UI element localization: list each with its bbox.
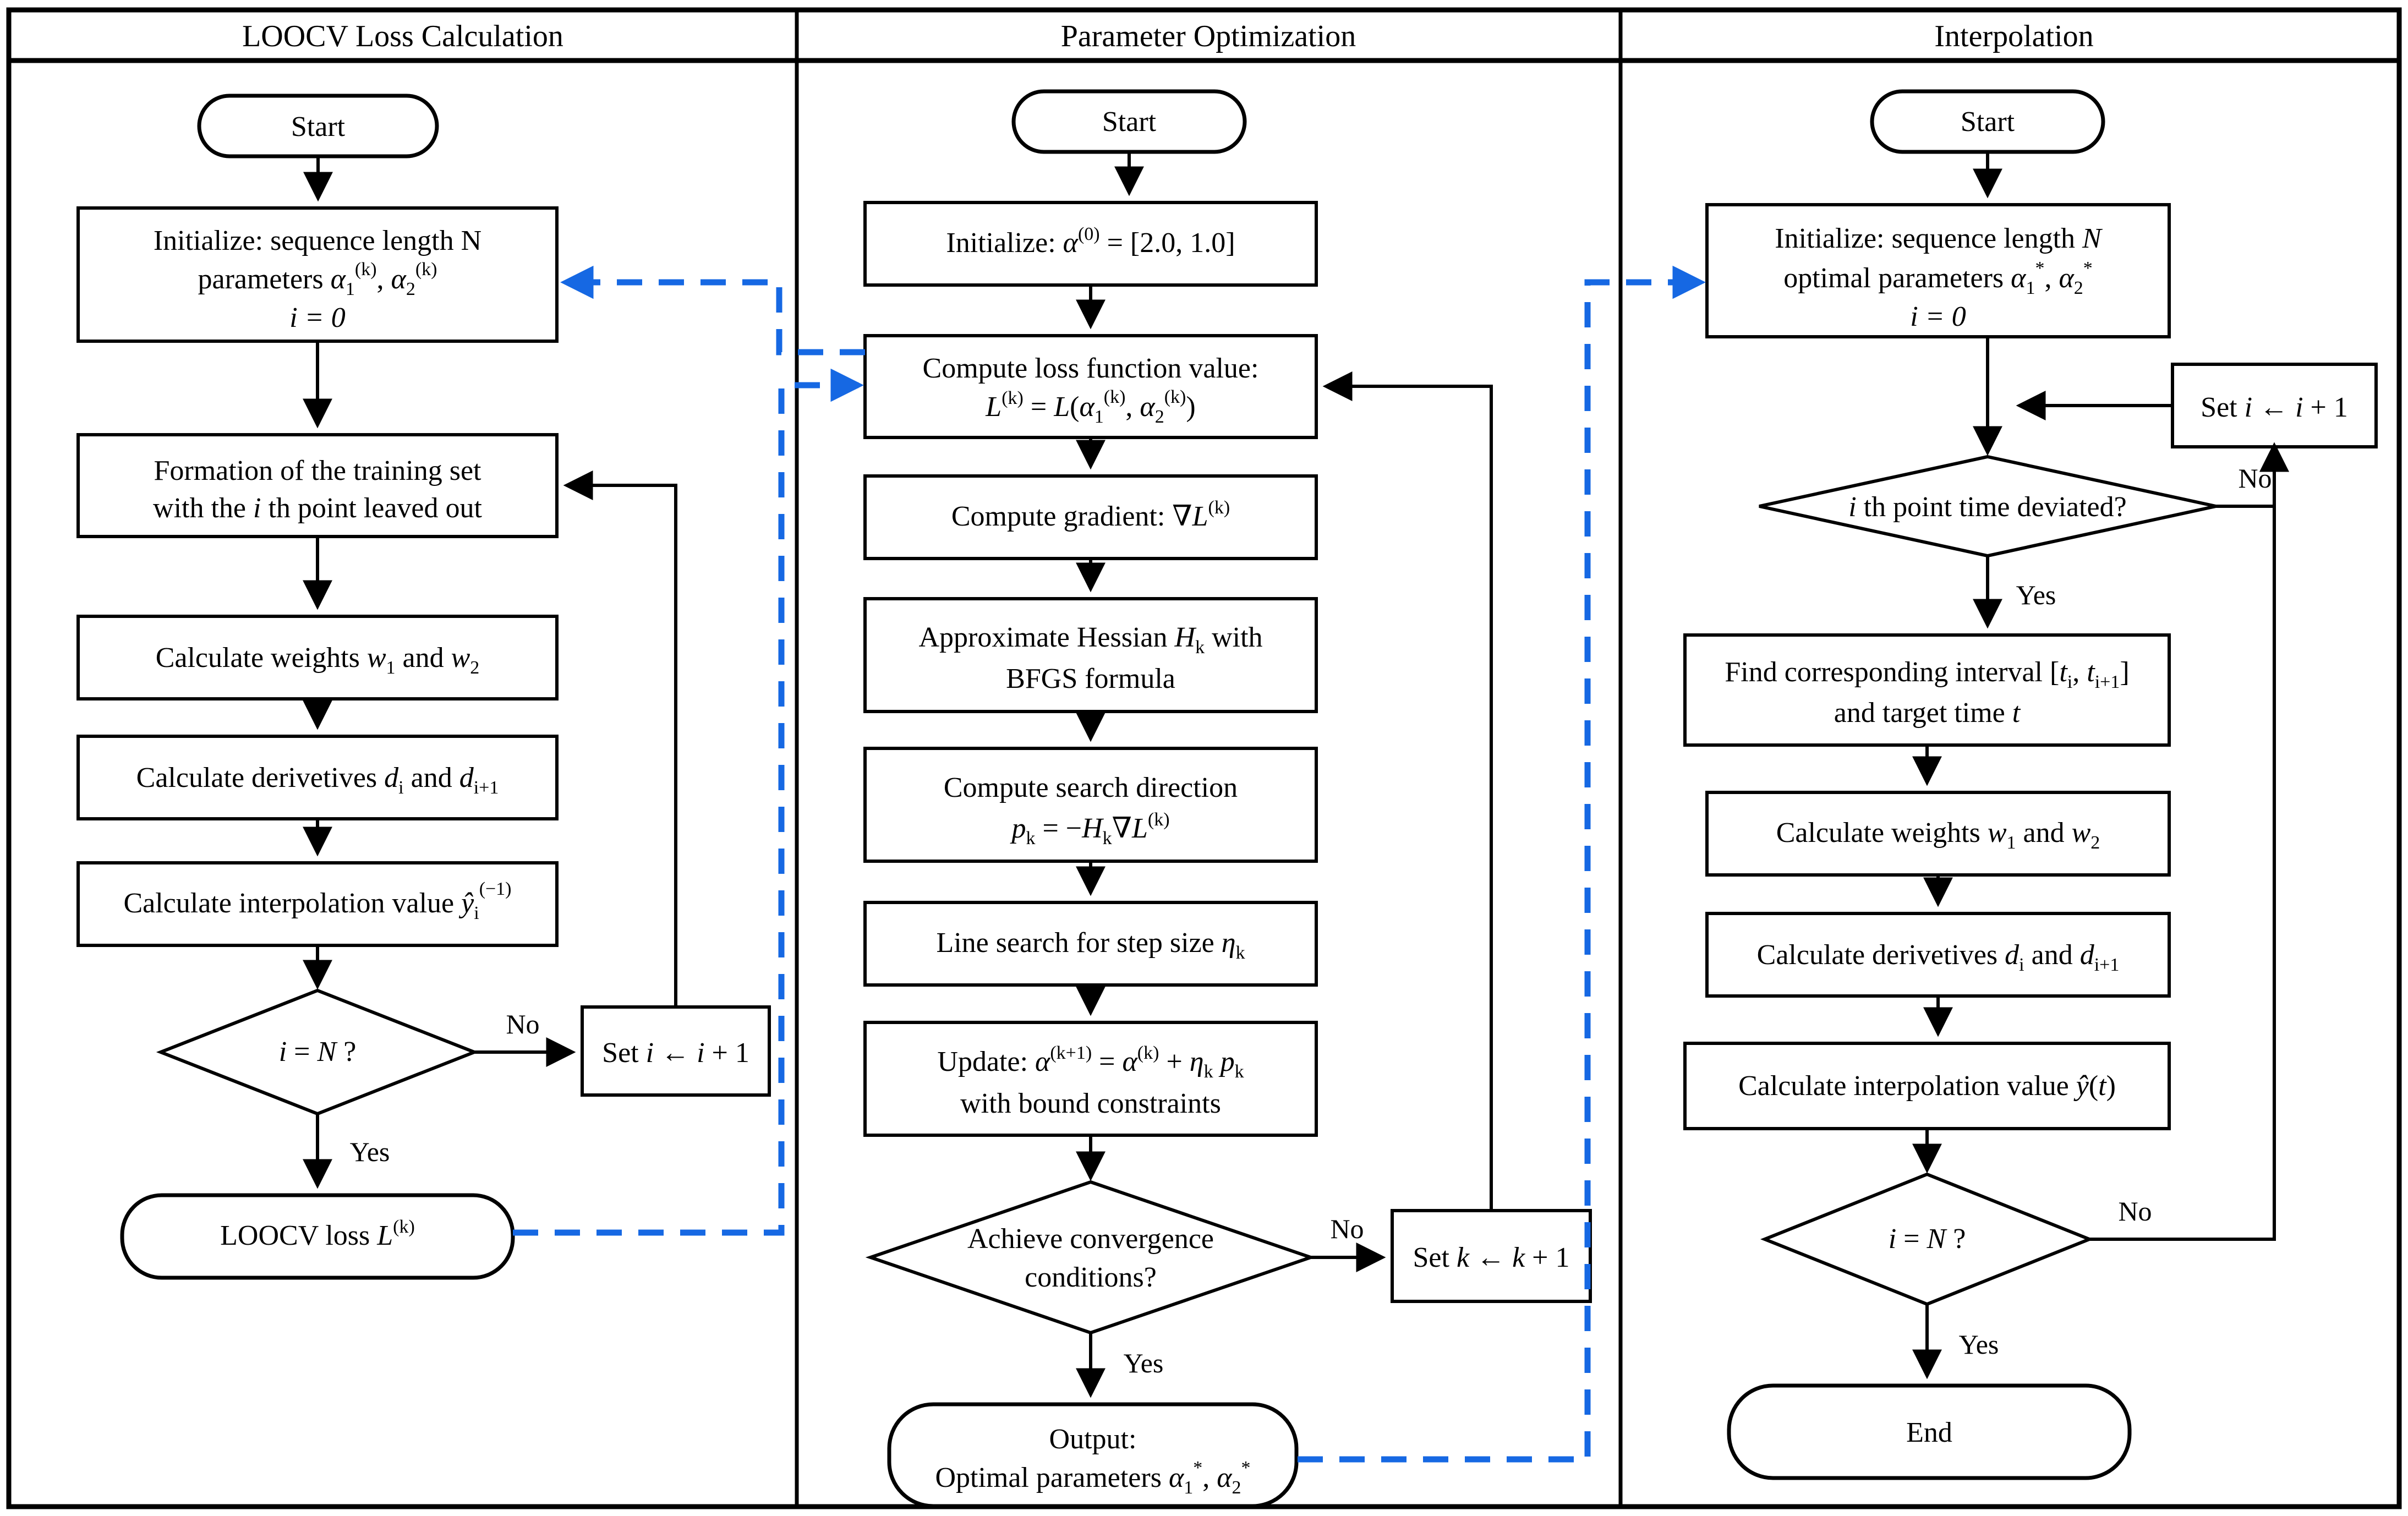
loocv-formation-line1: Formation of the training set [154,455,481,486]
loocv-feedback-edge [563,470,677,1007]
loocv-derivatives-box [76,735,559,820]
loocv-formation-line2: with the i th point leaved out [153,492,482,524]
param-output-line2: Optimal parameters α1*, α2* [935,1458,1250,1498]
param-decision-line2: conditions? [1025,1262,1157,1293]
loocv-start-label: Start [291,111,346,143]
interp-init-line1: Initialize: sequence length N [1775,223,2103,254]
loocv-weights-label: Calculate weights w1 and w2 [156,642,480,678]
param-update-line2: with bound constraints [960,1088,1221,1119]
param-decision-line1: Achieve convergence [967,1223,1214,1255]
param-output-shape [887,1402,1299,1508]
param-branch-yes-label: Yes [1124,1348,1164,1378]
dashed-link-output-to-interp-init [1298,265,1706,1463]
param-direction-line1: Compute search direction [944,772,1238,803]
param-output-line1: Output: [1049,1424,1137,1455]
interp-find-interval-line2: and target time t [1834,697,2021,729]
param-hessian-line1: Approximate Hessian Hk with [918,622,1262,658]
loocv-init-line3: i = 0 [289,302,346,333]
interp-branch-no-time-label: No [2238,463,2272,494]
param-linesearch-box [863,901,1318,987]
loocv-weights-box [76,615,559,700]
param-linesearch-label: Line search for step size ηk [936,927,1245,963]
interp-derivatives-box [1705,912,2171,998]
interp-set-i-box [2171,363,2378,448]
param-hessian-box [863,597,1318,713]
interp-feedback-edge [2089,442,2289,1241]
interp-end-label: End [1906,1417,1952,1448]
param-hessian-line2: BFGS formula [1006,663,1175,694]
loocv-init-line2: parameters α1(k), α2(k) [198,259,437,299]
loocv-init-line1: Initialize: sequence length N [154,225,481,256]
interp-end-shape [1727,1383,2132,1480]
loocv-loss-output-shape [120,1193,515,1280]
param-feedback-edge [1322,371,1493,1211]
interp-find-interval-box [1683,633,2171,747]
interp-weights-box [1705,791,2171,877]
param-set-k-label: Set k ← k + 1 [1413,1242,1570,1273]
param-gradient-box [863,474,1318,560]
interp-branch-no-n-label: No [2118,1196,2152,1227]
interp-decision-n-label: i = N ? [1889,1223,1966,1255]
interp-set-i-label: Set i ← i + 1 [2201,392,2348,423]
interp-weights-label: Calculate weights w1 and w2 [1776,817,2100,853]
interp-find-interval-line1: Find corresponding interval [ti, ti+1] [1725,656,2129,692]
interp-branch-yes-n-label: Yes [1959,1329,1999,1360]
loocv-formation-box [76,433,559,538]
interp-init-line3: i = 0 [1910,301,1966,332]
loocv-branch-no-label: No [506,1009,539,1039]
column-header-param: Parameter Optimization [1061,19,1356,53]
param-set-k-box [1391,1209,1592,1303]
interp-decision-time-label: i th point time deviated? [1848,491,2126,523]
interp-branch-yes-time-label: Yes [2016,579,2056,610]
param-loss-line1: Compute loss function value: [923,353,1259,384]
dashed-link-compute-to-init [560,265,865,355]
interp-start-label: Start [1961,106,2015,138]
param-branch-no-label: No [1330,1213,1364,1244]
param-decision-diamond [865,1180,1316,1335]
interp-value-box [1683,1042,2171,1130]
loocv-interp-box [76,861,559,947]
interp-init-box [1705,203,2171,338]
loocv-set-i-label: Set i ← i + 1 [602,1037,749,1069]
dashed-link-loss-to-compute [513,368,864,1236]
param-start-label: Start [1102,106,1157,138]
interp-value-label: Calculate interpolation value ŷ(t) [1738,1070,2116,1102]
param-direction-line2: pk = −Hk∇L(k) [1009,809,1169,849]
param-gradient-label: Compute gradient: ∇L(k) [951,497,1230,532]
loocv-branch-yes-label: Yes [350,1136,390,1167]
loocv-loss-output-label: LOOCV loss L(k) [220,1217,415,1251]
param-direction-box [863,747,1318,863]
column-header-interp: Interpolation [1934,19,2093,53]
loocv-set-i-box [581,1005,771,1097]
interp-init-line2: optimal parameters α1*, α2* [1783,258,2093,298]
column-header-loocv: LOOCV Loss Calculation [242,19,563,53]
loocv-derivatives-label: Calculate derivetives di and di+1 [136,762,499,798]
param-update-box [863,1021,1318,1137]
param-loss-box [863,334,1318,439]
param-init-box [863,201,1318,287]
interp-derivatives-label: Calculate derivetives di and di+1 [1757,939,2120,975]
loocv-decision-label: i = N ? [279,1036,357,1068]
